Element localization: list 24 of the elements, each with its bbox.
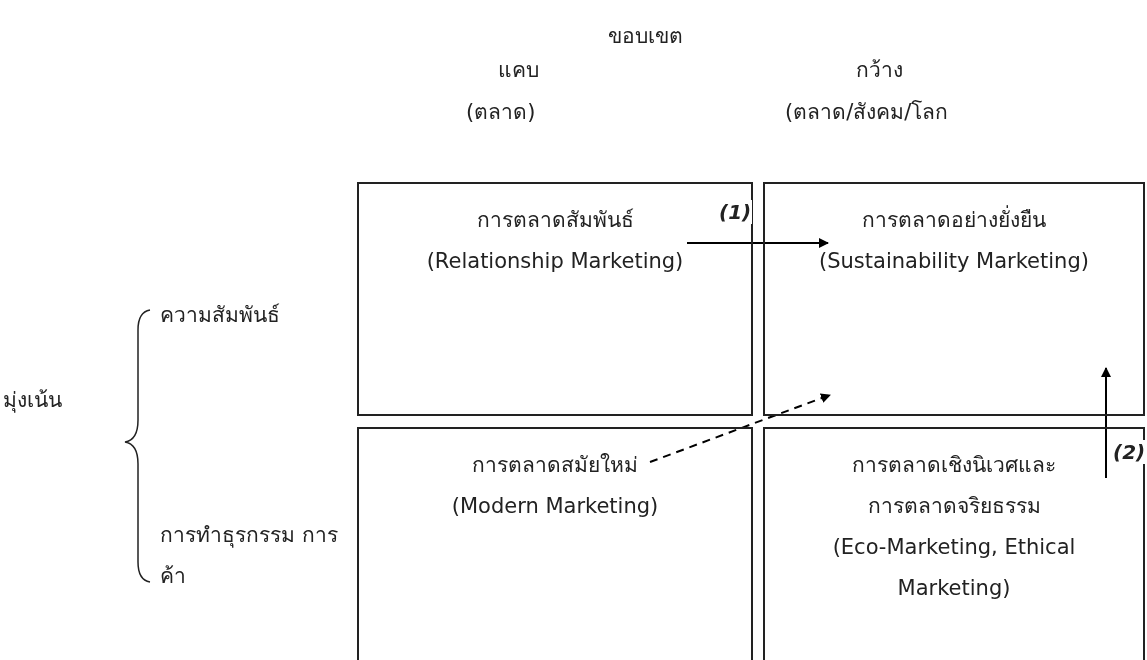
axis-label: (ตลาด) [466, 99, 536, 126]
quadrant-box [357, 182, 753, 416]
arrow [1101, 367, 1111, 479]
quadrant-title: การตลาดอย่างยั่งยืน [862, 200, 1046, 241]
quadrant-box [763, 182, 1145, 416]
axis-label: (ตลาด/สังคม/โลก [785, 99, 949, 126]
quadrant-subtitle: (Modern Marketing) [451, 493, 659, 520]
axis-label: มุ่งเน้น [3, 387, 62, 415]
quadrant-subtitle: (Eco-Marketing, Ethical Marketing) [831, 534, 1077, 602]
axis-label: ขอบเขต [608, 23, 683, 50]
quadrant-title: การตลาดเชิงนิเวศและการตลาดจริยธรรม [851, 452, 1057, 520]
quadrant-box [357, 427, 753, 660]
arrow [686, 238, 829, 248]
edge-label: (2) [1112, 440, 1147, 464]
quadrant-subtitle: (Relationship Marketing) [426, 248, 684, 275]
axis-label: แคบ [498, 57, 539, 84]
quadrant-subtitle: (Sustainability Marketing) [819, 248, 1089, 275]
axis-label: การทำธุรกรรม การค้า [160, 522, 339, 590]
arrow [649, 393, 831, 463]
quadrant-title: การตลาดสมัยใหม่ [472, 452, 638, 479]
axis-label: กว้าง [856, 57, 903, 84]
edge-label: (1) [718, 200, 753, 224]
quadrant-title: การตลาดสัมพันธ์ [476, 207, 634, 234]
axis-label: ความสัมพันธ์ [160, 302, 280, 329]
